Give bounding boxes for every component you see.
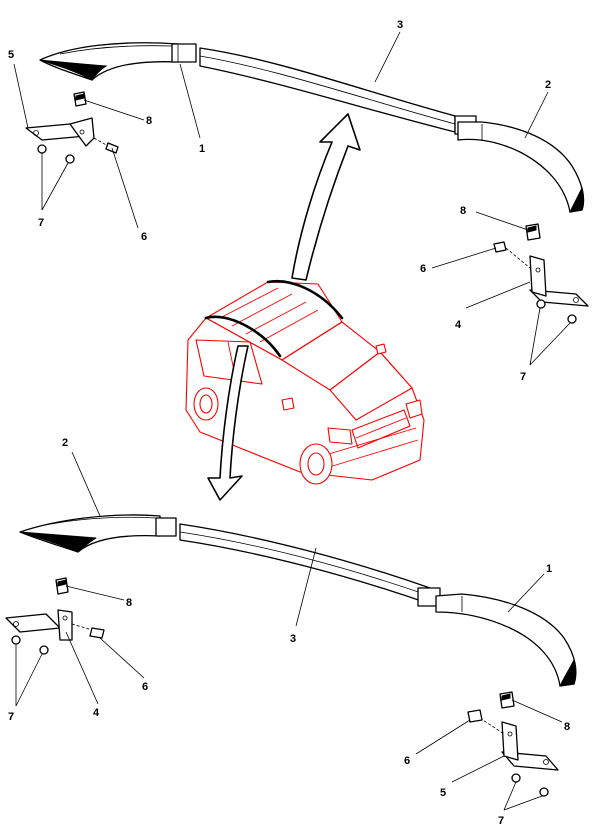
bottom-middle-rail	[179, 523, 441, 607]
top-left-bracket-set	[25, 91, 119, 164]
top-callout-6-left: 6	[141, 231, 147, 243]
top-callout-2: 2	[545, 79, 551, 91]
vehicle-outline	[185, 279, 425, 485]
bottom-callout-5: 5	[440, 787, 446, 799]
bottom-callout-6-right: 6	[404, 755, 410, 767]
bottom-callout-7-right: 7	[498, 815, 504, 827]
top-callout-5: 5	[8, 49, 14, 61]
bottom-callout-1: 1	[546, 563, 552, 575]
top-rail-assembly: 1 2 3 4 5 6 6 7 7 8 8	[8, 19, 589, 383]
top-leader-lines	[13, 31, 571, 366]
top-callout-1: 1	[199, 143, 205, 155]
bottom-callout-8-left: 8	[126, 597, 132, 609]
top-callout-4: 4	[455, 319, 462, 331]
top-rear-end-cap	[457, 121, 585, 213]
bottom-left-bracket-set	[5, 577, 105, 655]
top-callout-6-right: 6	[420, 263, 426, 275]
top-callout-7-left: 7	[38, 217, 44, 229]
top-callout-8-right: 8	[460, 205, 466, 217]
top-front-end-cap	[39, 42, 197, 81]
bottom-callout-3: 3	[290, 633, 296, 645]
vehicle-rail-right	[266, 279, 344, 320]
bottom-front-end-cap	[19, 514, 177, 553]
top-callout-3: 3	[397, 19, 403, 31]
top-middle-rail	[199, 47, 477, 135]
bottom-callout-2: 2	[62, 437, 68, 449]
bottom-rail-assembly: 1 2 3 4 5 6 6 7 7 8 8	[5, 437, 577, 827]
arrow-to-top-assembly	[291, 113, 361, 281]
bottom-rear-end-cap	[435, 593, 577, 687]
bottom-callout-7-left: 7	[8, 711, 14, 723]
top-right-bracket-set	[493, 223, 589, 324]
bottom-leader-lines	[15, 451, 563, 811]
bottom-callout-6-left: 6	[142, 681, 148, 693]
bottom-callout-4: 4	[93, 707, 100, 719]
arrow-to-bottom-assembly	[207, 345, 249, 501]
bottom-right-bracket-set	[467, 691, 559, 797]
top-callout-7-right: 7	[520, 371, 526, 383]
vehicle-rail-left	[204, 315, 282, 358]
top-callout-8-left: 8	[146, 115, 152, 127]
bottom-callout-8-right: 8	[564, 721, 570, 733]
